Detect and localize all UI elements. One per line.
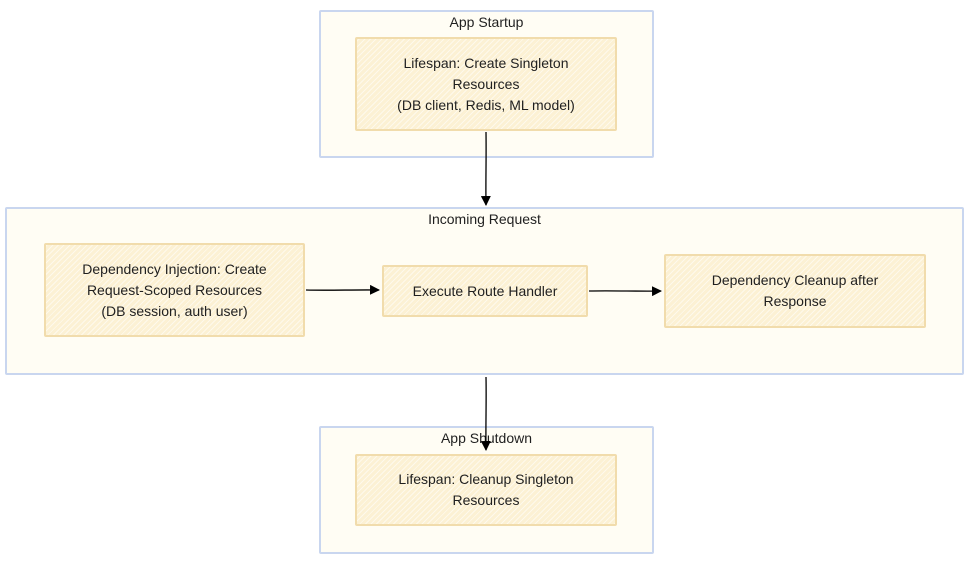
node-lifespan-create: Lifespan: Create Singleton Resources (DB…	[355, 37, 617, 131]
node-line: Dependency Injection: Create	[82, 260, 267, 277]
node-execute-route-handler: Execute Route Handler	[382, 265, 588, 317]
node-dependency-injection: Dependency Injection: Create Request-Sco…	[44, 243, 305, 337]
node-line: Execute Route Handler	[412, 282, 558, 299]
node-line: Resources	[452, 492, 520, 508]
cluster-title-app-startup: App Startup	[449, 14, 524, 30]
node-line: Dependency Cleanup after	[711, 272, 879, 288]
node-line: Response	[763, 293, 827, 309]
node-line: Request-Scoped Resources	[86, 281, 263, 298]
node-line: Resources	[452, 75, 520, 92]
cluster-title-app-shutdown: App Shutdown	[440, 430, 533, 446]
node-line: Lifespan: Cleanup Singleton	[398, 471, 574, 487]
node-line: Lifespan: Create Singleton	[403, 54, 569, 71]
cluster-title-incoming-request: Incoming Request	[428, 211, 541, 227]
node-line: (DB session, auth user)	[101, 302, 248, 319]
node-dependency-cleanup: Dependency Cleanup after Response	[664, 254, 926, 328]
node-line: (DB client, Redis, ML model)	[397, 96, 575, 113]
node-lifespan-cleanup: Lifespan: Cleanup Singleton Resources	[355, 454, 617, 526]
